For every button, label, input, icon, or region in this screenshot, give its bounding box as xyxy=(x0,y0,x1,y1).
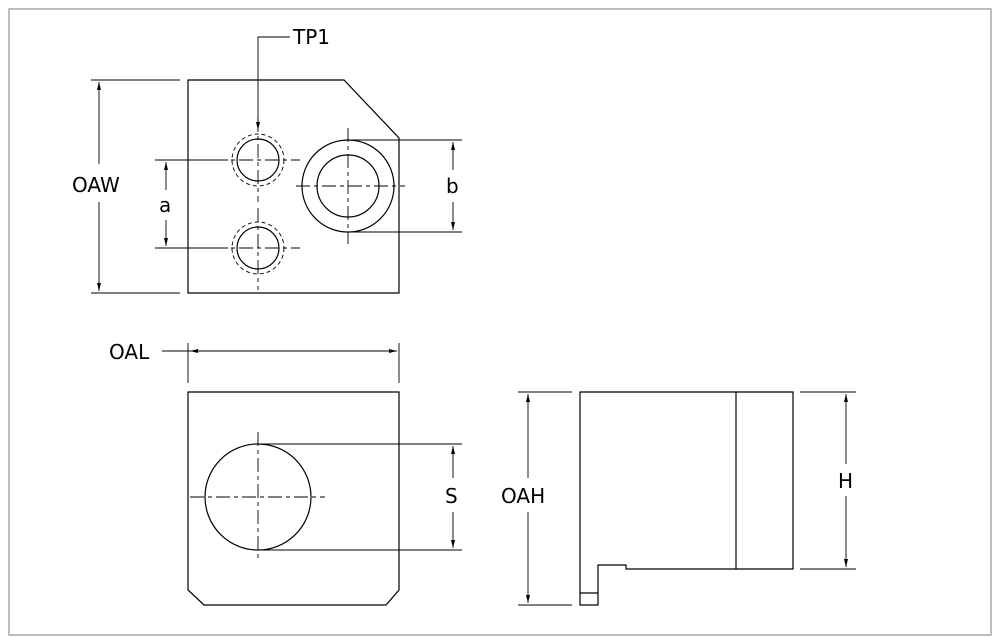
h-dimension: H xyxy=(800,391,856,570)
s-label: S xyxy=(445,484,458,508)
oah-label: OAH xyxy=(501,484,545,508)
top-view-outline xyxy=(187,79,400,294)
oaw-label: OAW xyxy=(72,173,120,197)
tapped-hole-lower xyxy=(213,208,300,290)
b-dimension: b xyxy=(352,139,462,233)
oal-label: OAL xyxy=(109,340,150,364)
oah-dimension: OAH xyxy=(501,391,572,606)
front-view-outline xyxy=(187,391,400,606)
tp1-leader xyxy=(256,36,290,130)
b-label: b xyxy=(446,174,459,198)
oal-dimension: OAL xyxy=(109,340,400,383)
a-dimension: a xyxy=(155,159,228,249)
a-label: a xyxy=(159,193,171,217)
side-view: OAH H xyxy=(501,391,856,606)
tp1-label: TP1 xyxy=(292,25,330,49)
top-view: TP1 OAW a b xyxy=(72,25,462,294)
front-view: S xyxy=(187,391,462,606)
oaw-dimension: OAW xyxy=(72,79,180,294)
side-view-outline xyxy=(579,391,794,606)
tapped-hole-upper xyxy=(213,118,300,202)
h-label: H xyxy=(838,469,853,493)
drawing-border xyxy=(8,8,992,636)
s-dimension: S xyxy=(258,443,462,551)
counterbore-hole xyxy=(296,128,405,244)
